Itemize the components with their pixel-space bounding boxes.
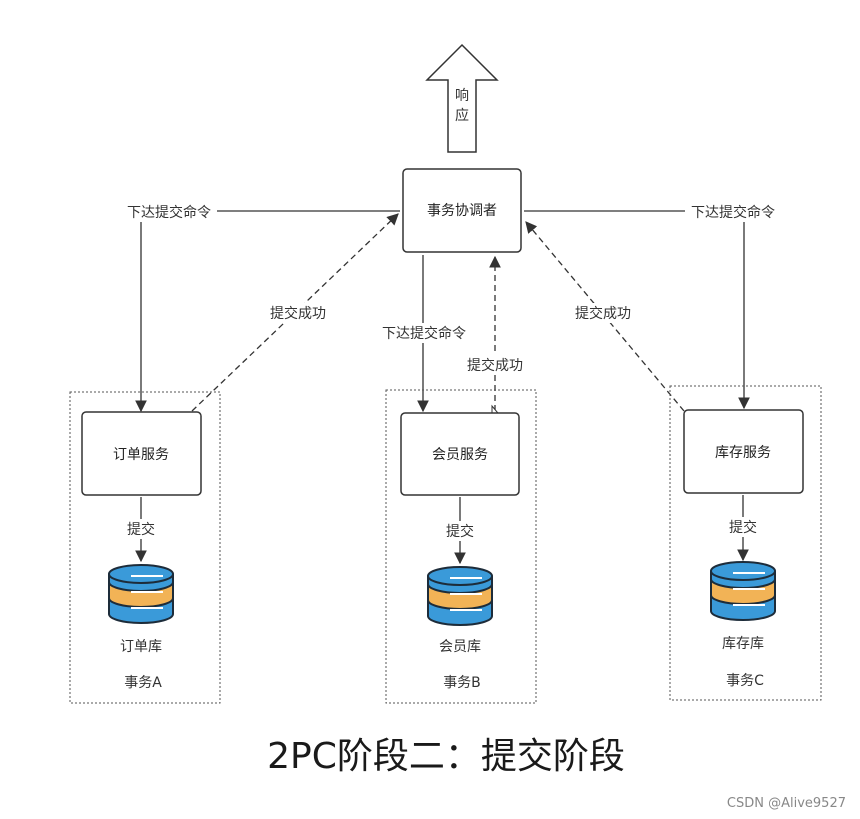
label-right-success: 提交成功: [575, 305, 631, 322]
order-db-label: 订单库: [120, 639, 162, 655]
transaction-b-label: 事务B: [443, 675, 481, 691]
edge-labels: 下达提交命令 下达提交命令 下达提交命令 提交成功 提交成功 提交成功: [121, 202, 781, 375]
transaction-a-label: 事务A: [124, 675, 162, 691]
coordinator-node: 事务协调者: [402, 168, 522, 253]
watermark: CSDN @Alive9527: [727, 796, 846, 811]
inventory-service-node: [683, 409, 804, 494]
response-label-2: 应: [455, 107, 469, 124]
transaction-c: 库存服务 提交 库存库 事务C: [669, 385, 822, 701]
label-middle-command: 下达提交命令: [382, 325, 466, 342]
response-label-1: 响: [455, 88, 469, 104]
diagram-title: 2PC阶段二：提交阶段: [267, 736, 625, 777]
transaction-c-label: 事务C: [726, 673, 764, 689]
database-icon: [710, 561, 776, 621]
label-right-command: 下达提交命令: [691, 204, 775, 221]
transaction-c-boundary: [669, 385, 822, 701]
label-middle-success: 提交成功: [467, 357, 523, 374]
order-commit-label: 提交: [127, 521, 155, 538]
transaction-b-boundary: [385, 389, 537, 704]
order-service-node: [81, 411, 202, 496]
transaction-a-boundary: [69, 391, 221, 704]
database-icon: [108, 564, 174, 624]
response-arrow: 响 应: [425, 43, 499, 153]
transaction-b: 会员服务 提交 会员库 事务B: [385, 389, 537, 704]
inventory-commit-label: 提交: [729, 519, 757, 536]
label-left-success: 提交成功: [270, 305, 326, 322]
label-left-command: 下达提交命令: [127, 204, 211, 221]
member-service-label: 会员服务: [432, 447, 488, 463]
member-commit-label: 提交: [446, 523, 474, 540]
coordinator-label: 事务协调者: [427, 203, 497, 219]
inventory-db-label: 库存库: [722, 636, 764, 652]
inventory-service-label: 库存服务: [715, 445, 771, 461]
member-service-node: [400, 412, 520, 496]
member-db-label: 会员库: [439, 639, 481, 655]
database-icon: [427, 566, 493, 626]
order-service-label: 订单服务: [113, 447, 169, 463]
transaction-a: 订单服务 提交 订单库 事务A: [69, 391, 221, 704]
